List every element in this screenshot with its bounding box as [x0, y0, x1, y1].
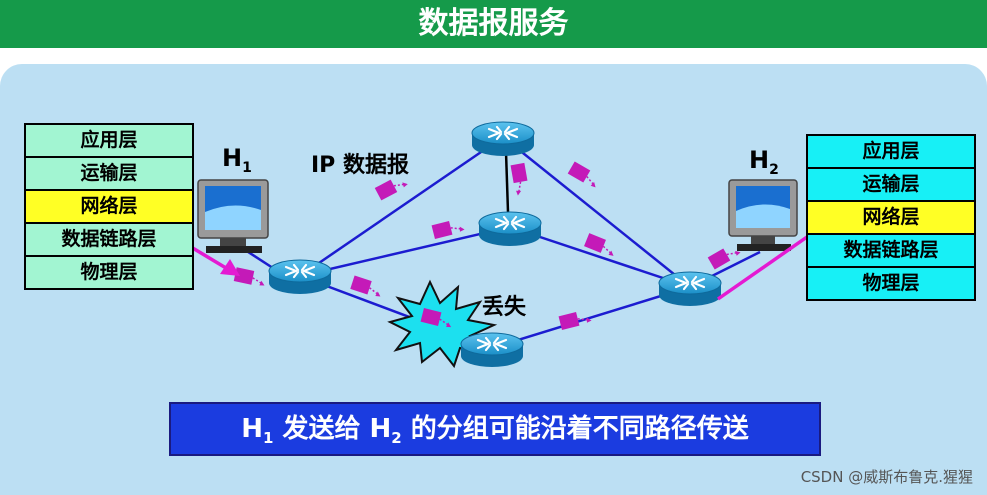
caption-text: 的分组可能沿着不同路径传送 [401, 414, 749, 444]
layer-3: 数据链路层 [808, 235, 974, 268]
host-label-main: H [222, 144, 243, 172]
host-h1-computer-icon [197, 179, 269, 253]
host-label-main: H [749, 146, 770, 174]
layer-0: 应用层 [26, 125, 192, 158]
host-h2-computer-icon [728, 179, 798, 251]
packet-icon [557, 308, 593, 331]
host-label-sub: 2 [769, 161, 779, 178]
arrow-up-right [716, 228, 819, 301]
layer-4: 物理层 [808, 268, 974, 299]
protocol-stack-left: 应用层运输层网络层数据链路层物理层 [24, 123, 194, 290]
packet-icon [509, 162, 531, 197]
host-h1-label: H1 [222, 144, 252, 176]
caption-text: H [241, 414, 263, 444]
ip-datagram-label: IP 数据报 [311, 153, 409, 178]
layer-2: 网络层 [808, 202, 974, 235]
packet-icon [349, 274, 385, 300]
link-r5-r4 [491, 285, 691, 350]
layer-2: 网络层 [26, 191, 192, 224]
router-middle-icon [477, 210, 543, 248]
watermark: CSDN @威斯布鲁克.猩猩 [800, 468, 973, 486]
caption-sub: 2 [391, 429, 402, 448]
page-title: 数据报服务 [0, 0, 987, 48]
router-left-icon [267, 258, 333, 296]
caption-sub: 1 [262, 429, 274, 448]
caption-text: 发送给 H [273, 414, 392, 444]
layer-4: 物理层 [26, 257, 192, 288]
layer-1: 运输层 [26, 158, 192, 191]
link-r1-r3 [299, 225, 511, 278]
packet-icon [232, 266, 268, 289]
host-label-sub: 1 [242, 159, 252, 176]
lost-label: 丢失 [482, 295, 527, 320]
link-r2-r3 [504, 151, 510, 213]
link-r2-r4 [502, 136, 691, 288]
layer-0: 应用层 [808, 136, 974, 169]
router-bottom-icon [459, 331, 525, 369]
router-top-icon [470, 120, 536, 158]
packet-icon [566, 160, 603, 190]
link-r1-r2 [299, 135, 504, 278]
packet-icon [430, 217, 466, 240]
packet-icon [706, 241, 743, 271]
arrow-head-icon [220, 259, 240, 276]
host-h2-label: H2 [749, 146, 779, 178]
layer-3: 数据链路层 [26, 224, 192, 257]
caption-box: H1 发送给 H2 的分组可能沿着不同路径传送 [169, 402, 821, 456]
layer-1: 运输层 [808, 169, 974, 202]
router-right-icon [657, 270, 723, 308]
protocol-stack-right: 应用层运输层网络层数据链路层物理层 [806, 134, 976, 301]
